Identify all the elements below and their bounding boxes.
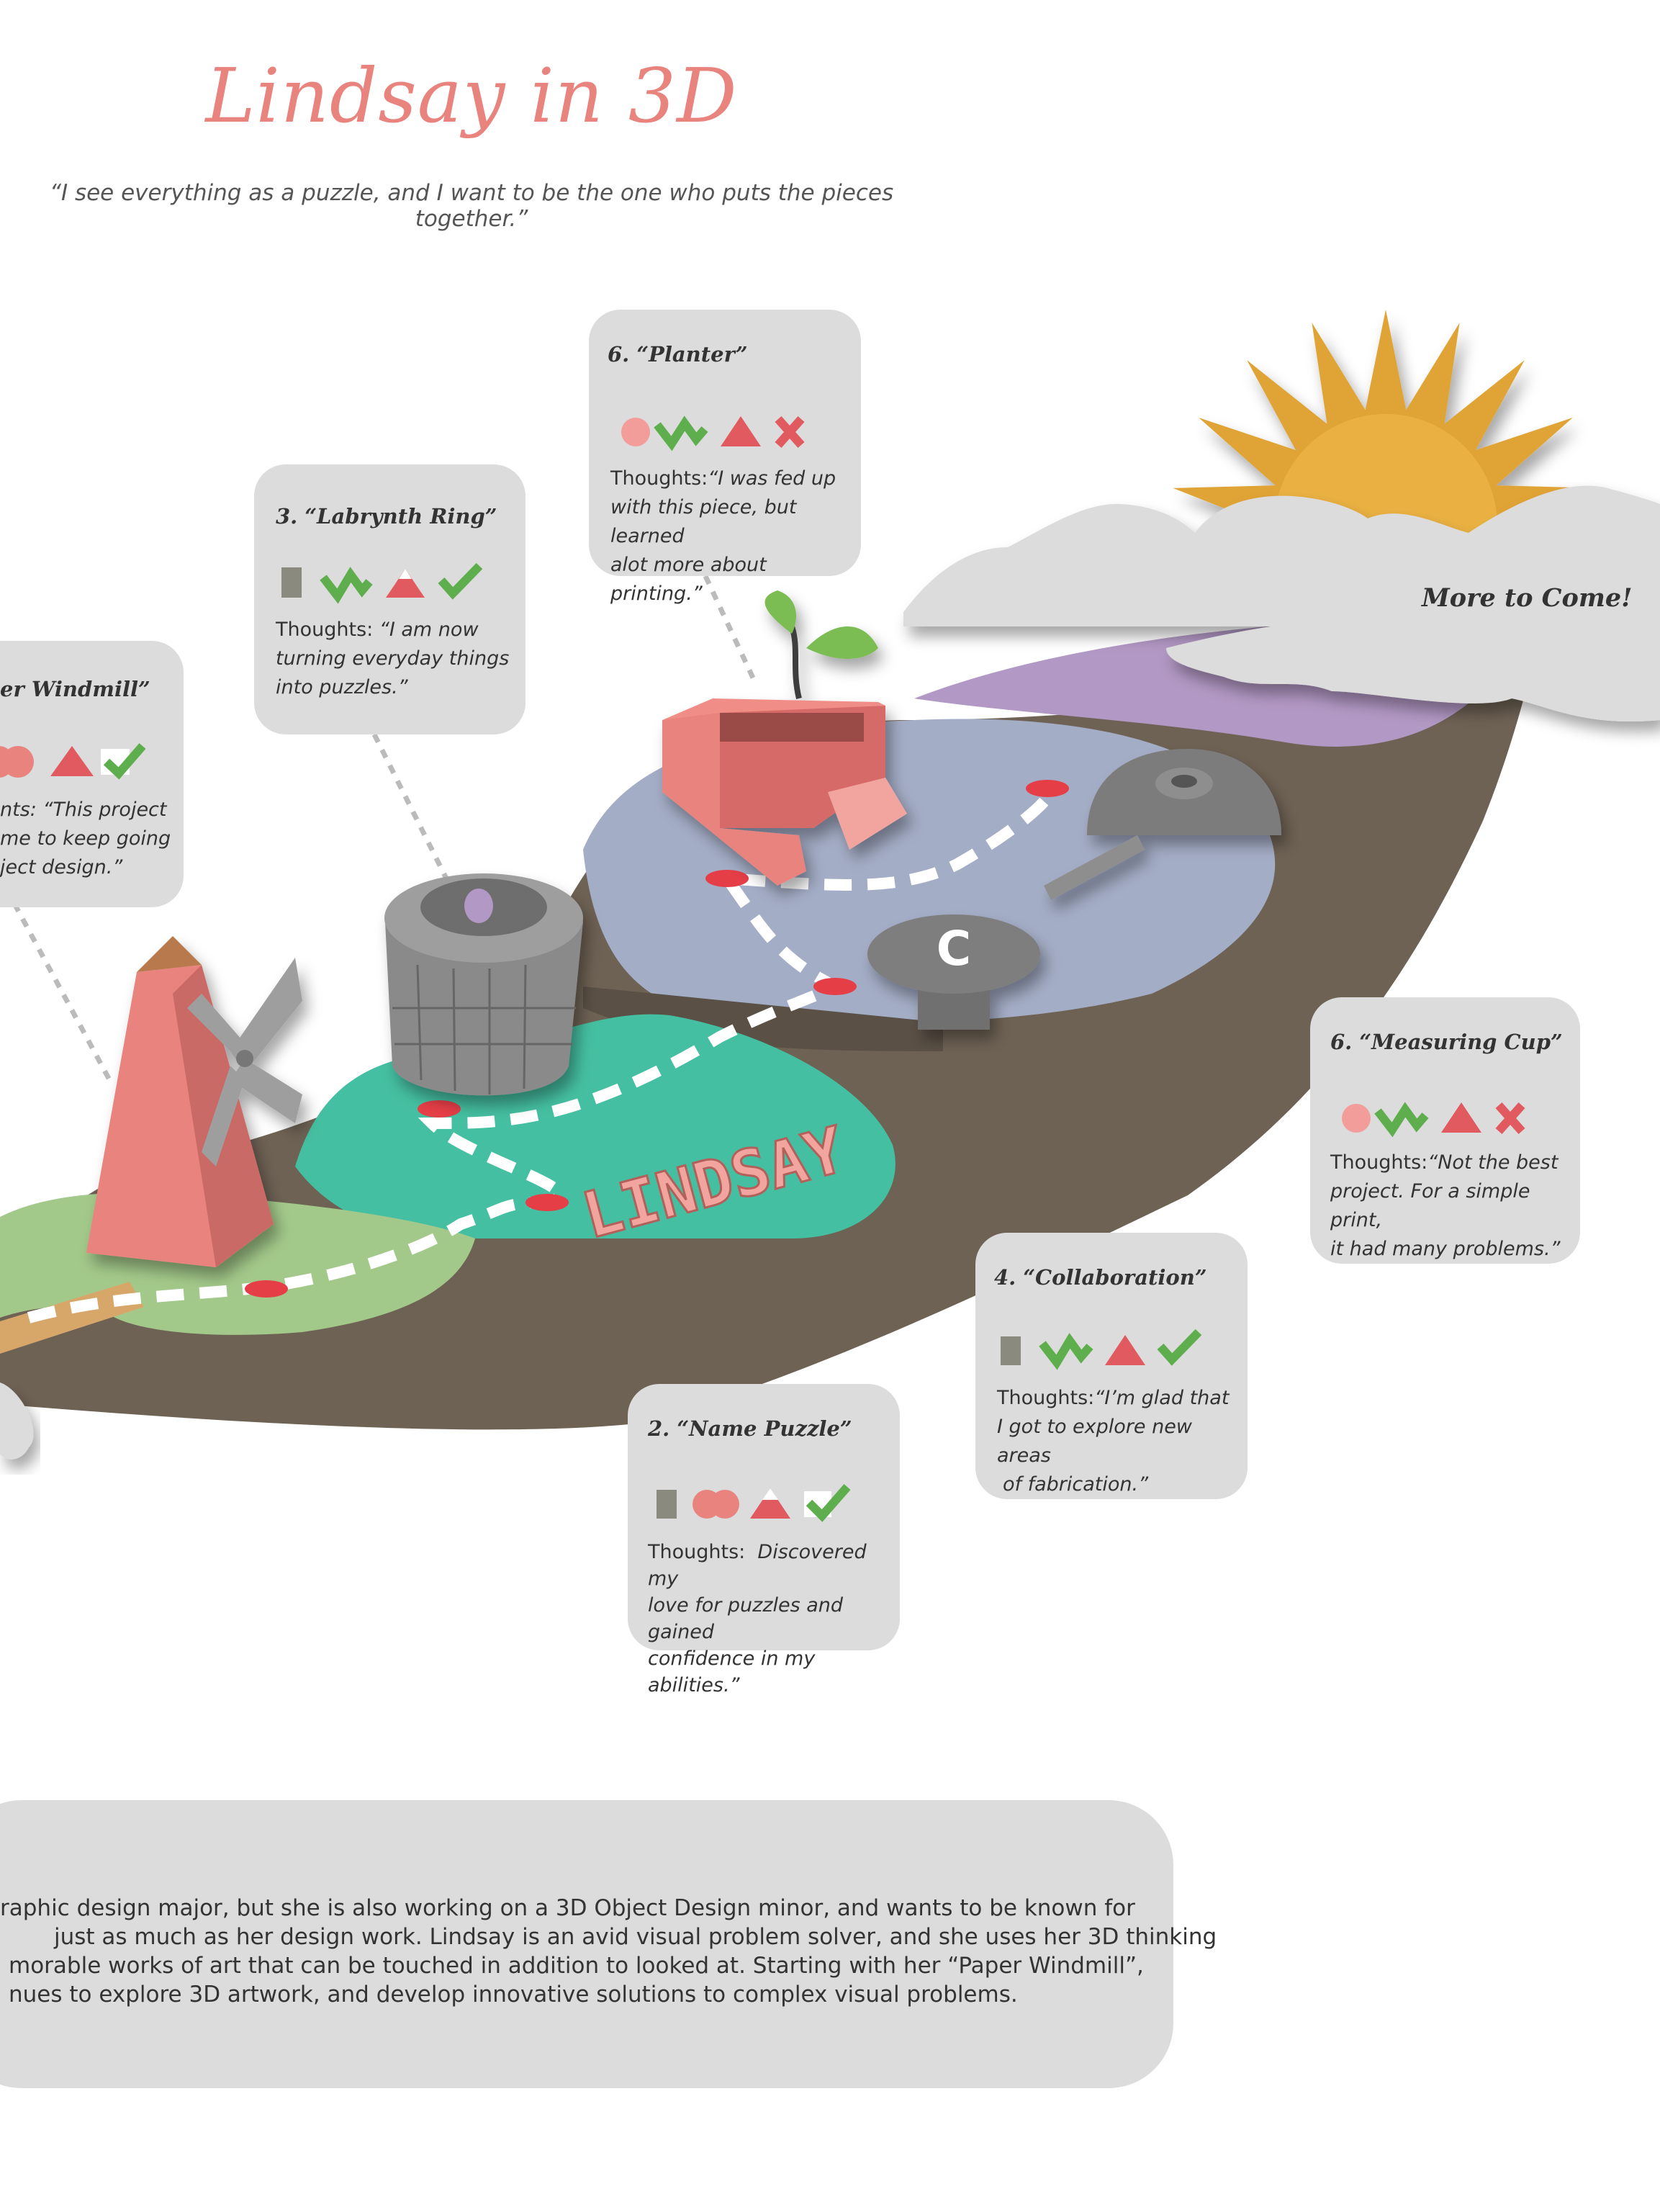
thoughts-label: Thoughts: xyxy=(610,467,708,490)
check-icon xyxy=(103,743,146,780)
circle-icon xyxy=(621,418,650,446)
card-title: er Windmill” xyxy=(0,677,150,701)
zigzag-icon xyxy=(1374,1102,1429,1138)
zigzag-icon xyxy=(320,567,373,604)
bio-line: morable works of art that can be touched… xyxy=(9,1953,1144,1979)
triangle-half-icon xyxy=(50,746,94,776)
more-to-come-label: More to Come! xyxy=(1422,583,1633,613)
planter xyxy=(662,590,907,886)
circle-icon xyxy=(2,746,34,778)
bio-text: raphic design major, but she is also wor… xyxy=(0,1894,1217,2009)
rating-icons xyxy=(1340,1097,1564,1138)
card-labrynth-ring: 3. “Labrynth Ring” Thoughts: “I am now t… xyxy=(254,464,525,734)
collaboration-piece: C xyxy=(867,914,1040,1030)
page-title: Lindsay in 3D xyxy=(205,52,738,140)
bio-line: just as much as her design work. Lindsay… xyxy=(54,1924,1217,1950)
card-measuring-cup: 6. “Measuring Cup” Thoughts:“Not the bes… xyxy=(1310,997,1580,1264)
triangle-icon xyxy=(721,416,761,446)
sun-ray xyxy=(1436,360,1525,459)
small-cloud xyxy=(0,1382,34,1460)
rating-icons xyxy=(281,562,505,604)
check-icon xyxy=(1157,1328,1202,1366)
card-title: 2. “Name Puzzle” xyxy=(648,1416,852,1441)
card-collaboration: 4. “Collaboration” Thoughts:“I’m glad th… xyxy=(975,1233,1248,1499)
thoughts-label: Thoughts: xyxy=(276,619,374,641)
triangle-icon xyxy=(1105,1335,1145,1365)
card-name-puzzle: 2. “Name Puzzle” Thoughts: Discovered my… xyxy=(628,1384,900,1696)
check-icon xyxy=(806,1484,851,1522)
card-thoughts: nts: “This project me to keep going ject… xyxy=(0,799,171,878)
card-thoughts: Thoughts:“Not the best project. For a si… xyxy=(1330,1151,1561,1260)
sun-ray xyxy=(1199,418,1306,493)
bridge xyxy=(0,1282,144,1354)
square-icon xyxy=(281,567,302,598)
x-icon xyxy=(1495,1102,1525,1134)
thoughts-label: Thoughts: xyxy=(648,1541,746,1563)
sun-ray xyxy=(1363,310,1409,421)
card-title: 6. “Planter” xyxy=(608,342,748,367)
rating-icons xyxy=(1001,1328,1224,1370)
svg-text:C: C xyxy=(937,921,971,976)
square-icon xyxy=(1001,1336,1021,1365)
card-title: 3. “Labrynth Ring” xyxy=(276,504,497,529)
card-thoughts: Thoughts:“I was fed up with this piece, … xyxy=(610,467,836,605)
thoughts-label: Thoughts: xyxy=(1330,1151,1428,1174)
rating-icons xyxy=(620,410,843,451)
zigzag-icon xyxy=(1039,1333,1093,1370)
trail-markers xyxy=(245,780,1069,1298)
thoughts-label: Thoughts: xyxy=(997,1387,1095,1409)
bio-line: raphic design major, but she is also wor… xyxy=(0,1895,1135,1921)
sun-ray xyxy=(1247,360,1335,459)
labyrinth-ring xyxy=(384,873,583,1096)
card-title: 6. “Measuring Cup” xyxy=(1330,1030,1563,1054)
square-icon xyxy=(657,1490,677,1519)
triangle-icon xyxy=(1441,1102,1481,1133)
windmill xyxy=(86,936,302,1267)
sun-ray xyxy=(1312,323,1371,434)
card-thoughts: Thoughts:“I’m glad that I got to explore… xyxy=(997,1387,1230,1496)
bio-line: nues to explore 3D artwork, and develop … xyxy=(9,1982,1018,2008)
x-icon xyxy=(775,416,805,448)
triangle-icon xyxy=(750,1488,790,1519)
card-planter: 6. “Planter” Thoughts:“I was fed up with… xyxy=(589,310,861,605)
rating-icons xyxy=(657,1481,880,1522)
card-paper-windmill: er Windmill” nts: “This project me to ke… xyxy=(0,641,184,907)
clouds xyxy=(903,485,1660,722)
card-title: 4. “Collaboration” xyxy=(994,1265,1207,1290)
sun-ray xyxy=(1466,418,1573,493)
rating-icons xyxy=(0,740,166,781)
check-icon xyxy=(438,562,483,600)
trail-path xyxy=(27,788,1057,1323)
zigzag-icon xyxy=(654,415,708,451)
circle-icon xyxy=(1342,1104,1371,1133)
sun-ray xyxy=(1400,323,1460,434)
bio-box xyxy=(0,1800,1173,2088)
measuring-cup xyxy=(1044,749,1281,900)
page-quote: “I see everything as a puzzle, and I wan… xyxy=(49,180,894,232)
card-thoughts: Thoughts: Discovered my love for puzzles… xyxy=(648,1541,867,1696)
card-thoughts: Thoughts: “I am now turning everyday thi… xyxy=(276,619,510,698)
